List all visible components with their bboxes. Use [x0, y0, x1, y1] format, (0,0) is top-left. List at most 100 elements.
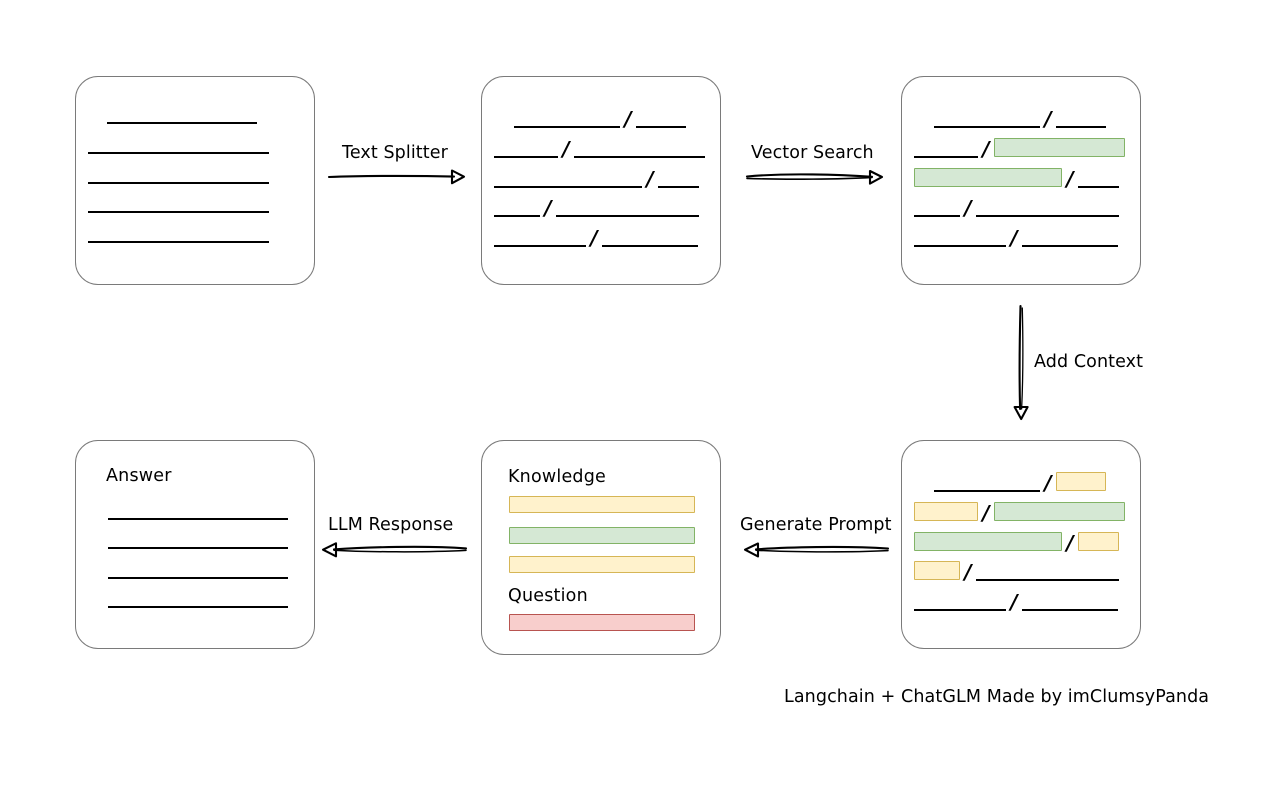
chunk-segment [556, 195, 699, 217]
chunk-segment [914, 136, 978, 158]
node-split-chunks[interactable]: / / / / / [481, 76, 721, 285]
chunk-segment [1022, 589, 1118, 611]
edge-add-context: Add Context [1008, 304, 1148, 425]
chunk-separator: / [1010, 590, 1018, 614]
chunk-segment-context [1078, 531, 1119, 551]
chunk-separator: / [562, 137, 570, 161]
chunk-segment-matched [994, 137, 1125, 157]
text-line [108, 577, 288, 579]
chunk-segment [658, 166, 699, 188]
knowledge-bar [509, 556, 695, 573]
arrow-right-icon [327, 169, 466, 185]
edge-label-vector-search: Vector Search [751, 143, 874, 163]
chunk-row: / [934, 470, 1112, 495]
chunk-segment-matched [994, 501, 1125, 521]
footer-credit: Langchain + ChatGLM Made by imClumsyPand… [784, 687, 1210, 707]
chunk-segment [934, 106, 1040, 128]
text-line [88, 182, 269, 184]
text-line [108, 518, 288, 520]
chunk-segment-context [914, 501, 978, 521]
chunk-row: / [914, 225, 1125, 250]
chunk-separator: / [646, 167, 654, 191]
node-source-document[interactable] [75, 76, 315, 285]
chunk-segment [1078, 166, 1119, 188]
source-document-lines [76, 77, 314, 284]
node-context-chunks[interactable]: / / / / / [901, 440, 1141, 649]
matched-chunks-lines: / / / / / [902, 77, 1140, 284]
knowledge-bar [509, 496, 695, 513]
chunk-segment [976, 559, 1119, 581]
chunk-separator: / [1044, 107, 1052, 131]
node-answer[interactable]: Answer [75, 440, 315, 649]
chunk-row: / [914, 500, 1125, 525]
edge-vector-search: Vector Search [745, 140, 886, 190]
arrow-left-icon [743, 542, 890, 558]
chunk-separator: / [964, 196, 972, 220]
chunk-row: / [914, 530, 1125, 555]
chunk-separator: / [982, 137, 990, 161]
chunk-segment [494, 136, 558, 158]
arrow-left-icon [321, 542, 468, 558]
text-line [108, 606, 288, 608]
node-prompt[interactable]: Knowledge Question [481, 440, 721, 655]
chunk-separator: / [1044, 471, 1052, 495]
chunk-separator: / [1066, 167, 1074, 191]
text-line [88, 241, 269, 243]
chunk-segment [494, 225, 586, 247]
knowledge-label: Knowledge [508, 467, 606, 487]
chunk-row: / [494, 195, 705, 220]
edge-llm-response: LLM Response [320, 513, 470, 563]
edge-text-splitter: Text Splitter [327, 140, 468, 190]
arrow-right-icon [745, 169, 884, 185]
chunk-segment-context [914, 560, 960, 580]
chunk-segment [574, 136, 705, 158]
chunk-separator: / [1010, 226, 1018, 250]
knowledge-bar [509, 527, 695, 544]
chunk-segment [914, 589, 1006, 611]
edge-label-add-context: Add Context [1034, 352, 1144, 372]
context-chunks-lines: / / / / / [902, 441, 1140, 648]
chunk-segment [514, 106, 620, 128]
chunk-separator: / [590, 226, 598, 250]
chunk-separator: / [624, 107, 632, 131]
chunk-row: / [494, 136, 705, 161]
text-line [106, 122, 257, 124]
chunk-row: / [914, 166, 1125, 191]
chunk-row: / [914, 559, 1125, 584]
chunk-separator: / [964, 560, 972, 584]
chunk-segment-matched [914, 167, 1062, 187]
chunk-row: / [494, 225, 705, 250]
chunk-segment [934, 470, 1040, 492]
chunk-segment [494, 166, 642, 188]
chunk-separator: / [1066, 531, 1074, 555]
chunk-row: / [914, 136, 1125, 161]
edge-label-generate-prompt: Generate Prompt [740, 515, 892, 535]
chunk-segment [976, 195, 1119, 217]
chunk-segment-context [1056, 471, 1106, 491]
text-line [88, 211, 269, 213]
chunk-separator: / [982, 501, 990, 525]
chunk-row: / [914, 589, 1125, 614]
chunk-segment-matched [914, 531, 1062, 551]
chunk-separator: / [544, 196, 552, 220]
chunk-segment [914, 225, 1006, 247]
edge-label-llm-response: LLM Response [328, 515, 454, 535]
chunk-row: / [934, 106, 1112, 131]
chunk-row: / [494, 166, 705, 191]
chunk-segment [602, 225, 698, 247]
arrow-down-icon [1013, 304, 1029, 421]
answer-label: Answer [106, 466, 172, 486]
edge-generate-prompt: Generate Prompt [740, 513, 892, 563]
answer-lines [76, 441, 314, 648]
chunk-segment [636, 106, 686, 128]
text-line [108, 547, 288, 549]
text-line [88, 152, 269, 154]
question-label: Question [508, 586, 588, 606]
chunk-segment [914, 195, 960, 217]
chunk-row: / [914, 195, 1125, 220]
chunk-segment [494, 195, 540, 217]
chunk-row: / [514, 106, 692, 131]
edge-label-text-splitter: Text Splitter [342, 143, 448, 163]
node-matched-chunks[interactable]: / / / / / [901, 76, 1141, 285]
